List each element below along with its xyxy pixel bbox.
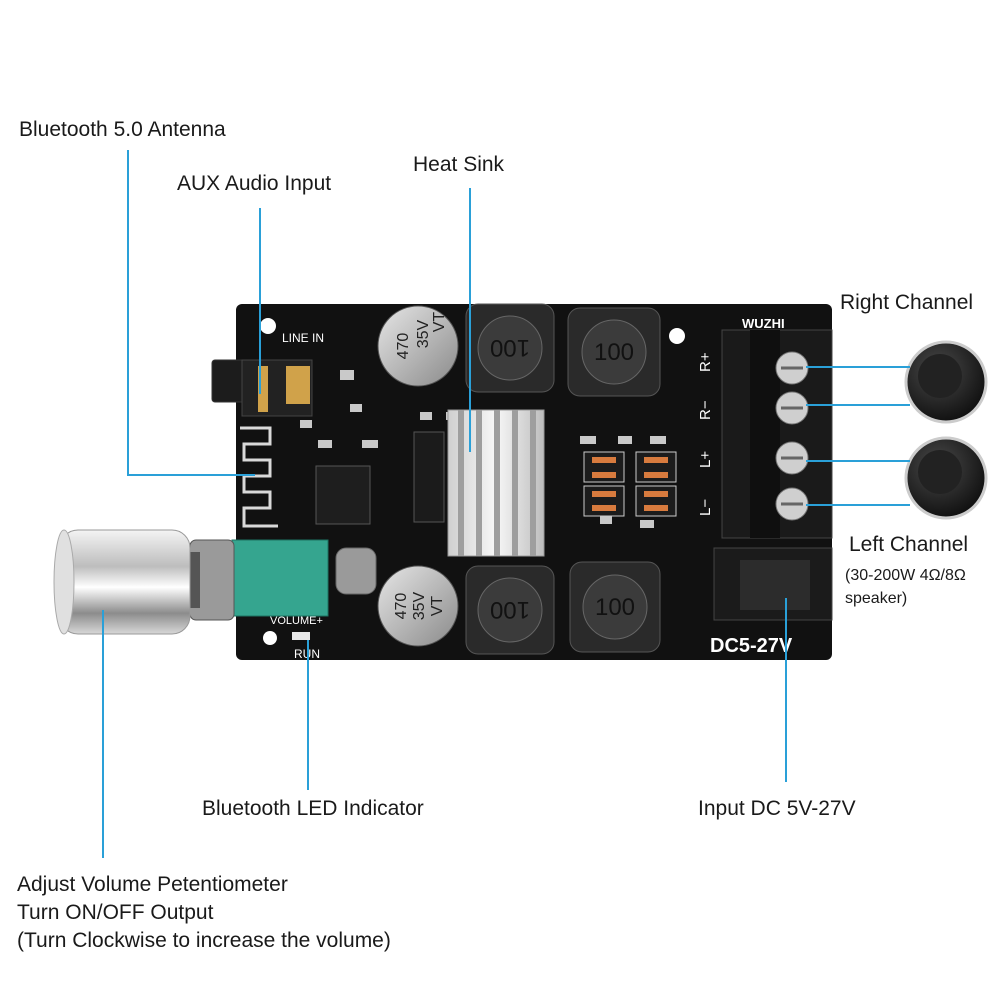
leader-led: [307, 640, 309, 790]
run-led: [292, 632, 310, 640]
capacitor-top: 470 35V VT: [377, 305, 459, 387]
silk-dc: DC5-27V: [710, 635, 793, 657]
right-speaker-icon: [904, 340, 988, 424]
label-left-channel-note-2: speaker): [845, 590, 908, 607]
label-heatsink: Heat Sink: [413, 153, 505, 176]
leader-aux: [259, 208, 261, 394]
amp-chip: [413, 431, 445, 523]
leader-heatsink: [469, 188, 471, 452]
crystal: [335, 547, 377, 595]
silk-rplus: R+: [697, 352, 714, 372]
leader-right-1: [806, 366, 910, 368]
svg-text:100: 100: [595, 594, 635, 621]
inductor-top-left: 100: [465, 303, 555, 393]
label-antenna: Bluetooth 5.0 Antenna: [19, 118, 226, 141]
silk-volume: VOLUME+: [270, 615, 323, 627]
mount-hole: [669, 328, 685, 344]
silk-lplus: L+: [697, 451, 714, 468]
silk-line-in: LINE IN: [282, 331, 324, 345]
svg-text:35V: 35V: [411, 591, 428, 620]
leader-antenna: [127, 150, 129, 475]
heat-sink: [447, 409, 545, 557]
left-speaker-icon: [904, 436, 988, 520]
svg-text:100: 100: [490, 334, 530, 361]
svg-text:VT: VT: [429, 596, 446, 617]
label-left-channel-note-1: (30-200W 4Ω/8Ω: [845, 567, 966, 584]
leader-left-2: [806, 504, 910, 506]
svg-text:100: 100: [594, 339, 634, 366]
label-volume-3: (Turn Clockwise to increase the volume): [17, 929, 391, 952]
svg-text:100: 100: [490, 596, 530, 623]
svg-text:470: 470: [393, 593, 410, 620]
label-input-dc: Input DC 5V-27V: [698, 797, 856, 820]
leader-right-2: [806, 404, 910, 406]
leader-left-1: [806, 460, 910, 462]
inductor-bottom-left: 100: [465, 565, 555, 655]
label-volume-2: Turn ON/OFF Output: [17, 901, 214, 924]
silk-rminus: R−: [697, 400, 714, 420]
smd-inductors: [583, 451, 677, 517]
inductor-bottom-right: 100: [569, 561, 661, 653]
leader-volume: [102, 610, 104, 858]
inductor-top-right: 100: [567, 307, 661, 397]
bt-chip: [315, 465, 371, 525]
antenna-trace: [240, 426, 278, 528]
label-aux: AUX Audio Input: [177, 172, 332, 195]
silk-lminus: L−: [697, 499, 714, 516]
svg-text:35V: 35V: [415, 319, 432, 348]
terminal-block: [721, 329, 833, 539]
leader-antenna-h: [127, 474, 255, 476]
leader-dc: [785, 598, 787, 782]
label-right-channel: Right Channel: [840, 291, 974, 314]
mount-hole: [263, 631, 277, 645]
volume-knob: [53, 529, 191, 635]
capacitor-bottom: 470 35V VT: [377, 565, 459, 647]
label-volume-1: Adjust Volume Petentiometer: [17, 873, 288, 896]
mount-hole: [260, 318, 276, 334]
silk-brand: WUZHI: [742, 316, 785, 331]
label-left-channel: Left Channel: [849, 533, 969, 556]
potentiometer: [180, 539, 329, 621]
label-led: Bluetooth LED Indicator: [202, 797, 424, 820]
svg-text:470: 470: [395, 333, 412, 360]
svg-text:VT: VT: [431, 312, 448, 333]
